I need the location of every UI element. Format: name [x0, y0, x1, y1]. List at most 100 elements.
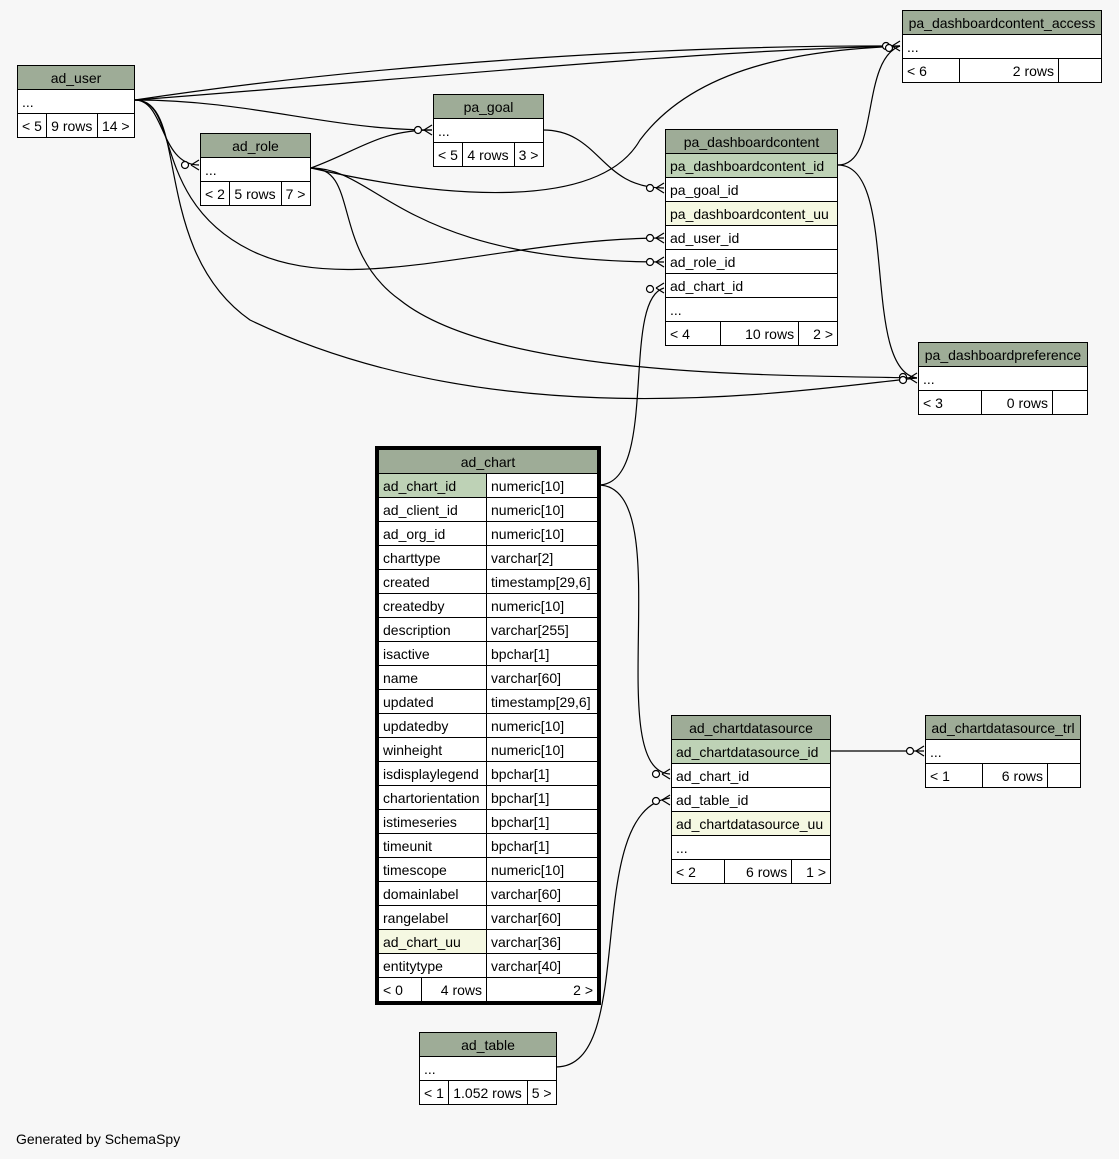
- column-name[interactable]: entitytype: [378, 953, 487, 978]
- children-count[interactable]: 7 >: [280, 181, 312, 206]
- table-title[interactable]: ad_chartdatasource: [671, 715, 831, 740]
- children-count[interactable]: 3 >: [513, 142, 545, 167]
- children-count[interactable]: 1 >: [791, 859, 831, 884]
- table-title[interactable]: pa_goal: [433, 94, 544, 119]
- column-name[interactable]: isdisplaylegend: [378, 761, 487, 786]
- column-name[interactable]: winheight: [378, 737, 487, 762]
- table-pa_dashboardpreference[interactable]: pa_dashboardpreference ... < 3 0 rows: [918, 342, 1088, 415]
- children-count[interactable]: 14 >: [96, 113, 136, 138]
- column-row[interactable]: ad_table_id: [671, 787, 831, 812]
- table-pa_dashboardcontent_access[interactable]: pa_dashboardcontent_access ... < 6 2 row…: [902, 10, 1102, 83]
- table-pa_goal[interactable]: pa_goal ... < 5 4 rows 3 >: [432, 94, 545, 167]
- column-row[interactable]: pa_dashboardcontent_uu: [665, 201, 838, 226]
- column-row[interactable]: pa_goal_id: [665, 177, 838, 202]
- parents-count[interactable]: < 6: [902, 58, 960, 83]
- edge-ad_chart-pa_dashboardcontent: [597, 287, 665, 486]
- column-name[interactable]: isactive: [378, 641, 487, 666]
- column-name[interactable]: name: [378, 665, 487, 690]
- table-title[interactable]: ad_chartdatasource_trl: [925, 715, 1081, 740]
- row-count: 4 rows: [421, 977, 487, 1002]
- column-type: bpchar[1]: [486, 833, 598, 858]
- column-name[interactable]: updated: [378, 689, 487, 714]
- parents-count[interactable]: < 0: [378, 977, 422, 1002]
- parents-count[interactable]: < 1: [925, 763, 983, 788]
- table-title[interactable]: ad_user: [17, 65, 135, 90]
- column-name[interactable]: rangelabel: [378, 905, 487, 930]
- column-name[interactable]: chartorientation: [378, 785, 487, 810]
- column-type: numeric[10]: [486, 497, 598, 522]
- column-name[interactable]: timescope: [378, 857, 487, 882]
- table-pa_dashboardcontent[interactable]: pa_dashboardcontent pa_dashboardcontent_…: [665, 129, 838, 346]
- column-row[interactable]: ad_role_id: [665, 249, 838, 274]
- table-ad_user[interactable]: ad_user ... < 5 9 rows 14 >: [16, 65, 136, 138]
- column-name[interactable]: ad_org_id: [378, 521, 487, 546]
- column-row[interactable]: ad_user_id: [665, 225, 838, 250]
- table-title[interactable]: ad_role: [200, 133, 311, 158]
- edge-ad_user-pa_dashboardpreference: [134, 99, 918, 400]
- column-row[interactable]: ad_chart_id: [671, 763, 831, 788]
- column-row[interactable]: ad_chartdatasource_uu: [671, 811, 831, 836]
- parents-count[interactable]: < 1: [418, 1080, 450, 1105]
- column-row[interactable]: ad_chart_id: [665, 273, 838, 298]
- column-name[interactable]: description: [378, 617, 487, 642]
- parents-count[interactable]: < 5: [432, 142, 464, 167]
- parents-count[interactable]: < 5: [16, 113, 48, 138]
- row-count: 9 rows: [46, 113, 98, 138]
- column-name[interactable]: ad_chart_uu: [378, 929, 487, 954]
- column-name[interactable]: domainlabel: [378, 881, 487, 906]
- column-name[interactable]: istimeseries: [378, 809, 487, 834]
- column-name[interactable]: created: [378, 569, 487, 594]
- children-count[interactable]: 2 >: [486, 977, 598, 1002]
- parents-count[interactable]: < 4: [665, 321, 721, 346]
- column-row[interactable]: pa_dashboardcontent_id: [665, 153, 838, 178]
- edge-ad_user-ad_role: [134, 99, 200, 166]
- column-name[interactable]: updatedby: [378, 713, 487, 738]
- table-ad_chartdatasource[interactable]: ad_chartdatasource ad_chartdatasource_id…: [671, 715, 831, 884]
- table-ad_table[interactable]: ad_table ... < 1 1.052 rows 5 >: [418, 1032, 558, 1105]
- children-count[interactable]: 2 >: [798, 321, 838, 346]
- table-title[interactable]: pa_dashboardcontent: [665, 129, 838, 154]
- edge-pa_dashboardcontent-pa_dashboardpreference: [837, 164, 918, 379]
- table-ad_role[interactable]: ad_role ... < 2 5 rows 7 >: [199, 133, 312, 206]
- column-row[interactable]: ad_chartdatasource_id: [671, 739, 831, 764]
- table-title[interactable]: pa_dashboardcontent_access: [902, 10, 1102, 35]
- column-type: varchar[60]: [486, 665, 598, 690]
- edge-ad_user-pa_dashboardcontent_access-2: [134, 45, 901, 101]
- parents-count[interactable]: < 2: [199, 181, 231, 206]
- parents-count[interactable]: < 3: [918, 390, 982, 415]
- columns-ellipsis: ...: [671, 835, 831, 860]
- table-title[interactable]: ad_table: [419, 1032, 557, 1057]
- column-name[interactable]: ad_client_id: [378, 497, 487, 522]
- table-title[interactable]: pa_dashboardpreference: [918, 342, 1088, 367]
- column-name[interactable]: charttype: [378, 545, 487, 570]
- column-name[interactable]: createdby: [378, 593, 487, 618]
- column-name[interactable]: ad_chart_id: [378, 473, 487, 498]
- children-count[interactable]: 5 >: [526, 1080, 558, 1105]
- table-title[interactable]: ad_chart: [378, 449, 598, 474]
- table-ad_chartdatasource_trl[interactable]: ad_chartdatasource_trl ... < 1 6 rows: [925, 715, 1081, 788]
- column-name[interactable]: timeunit: [378, 833, 487, 858]
- parents-count[interactable]: < 2: [671, 859, 725, 884]
